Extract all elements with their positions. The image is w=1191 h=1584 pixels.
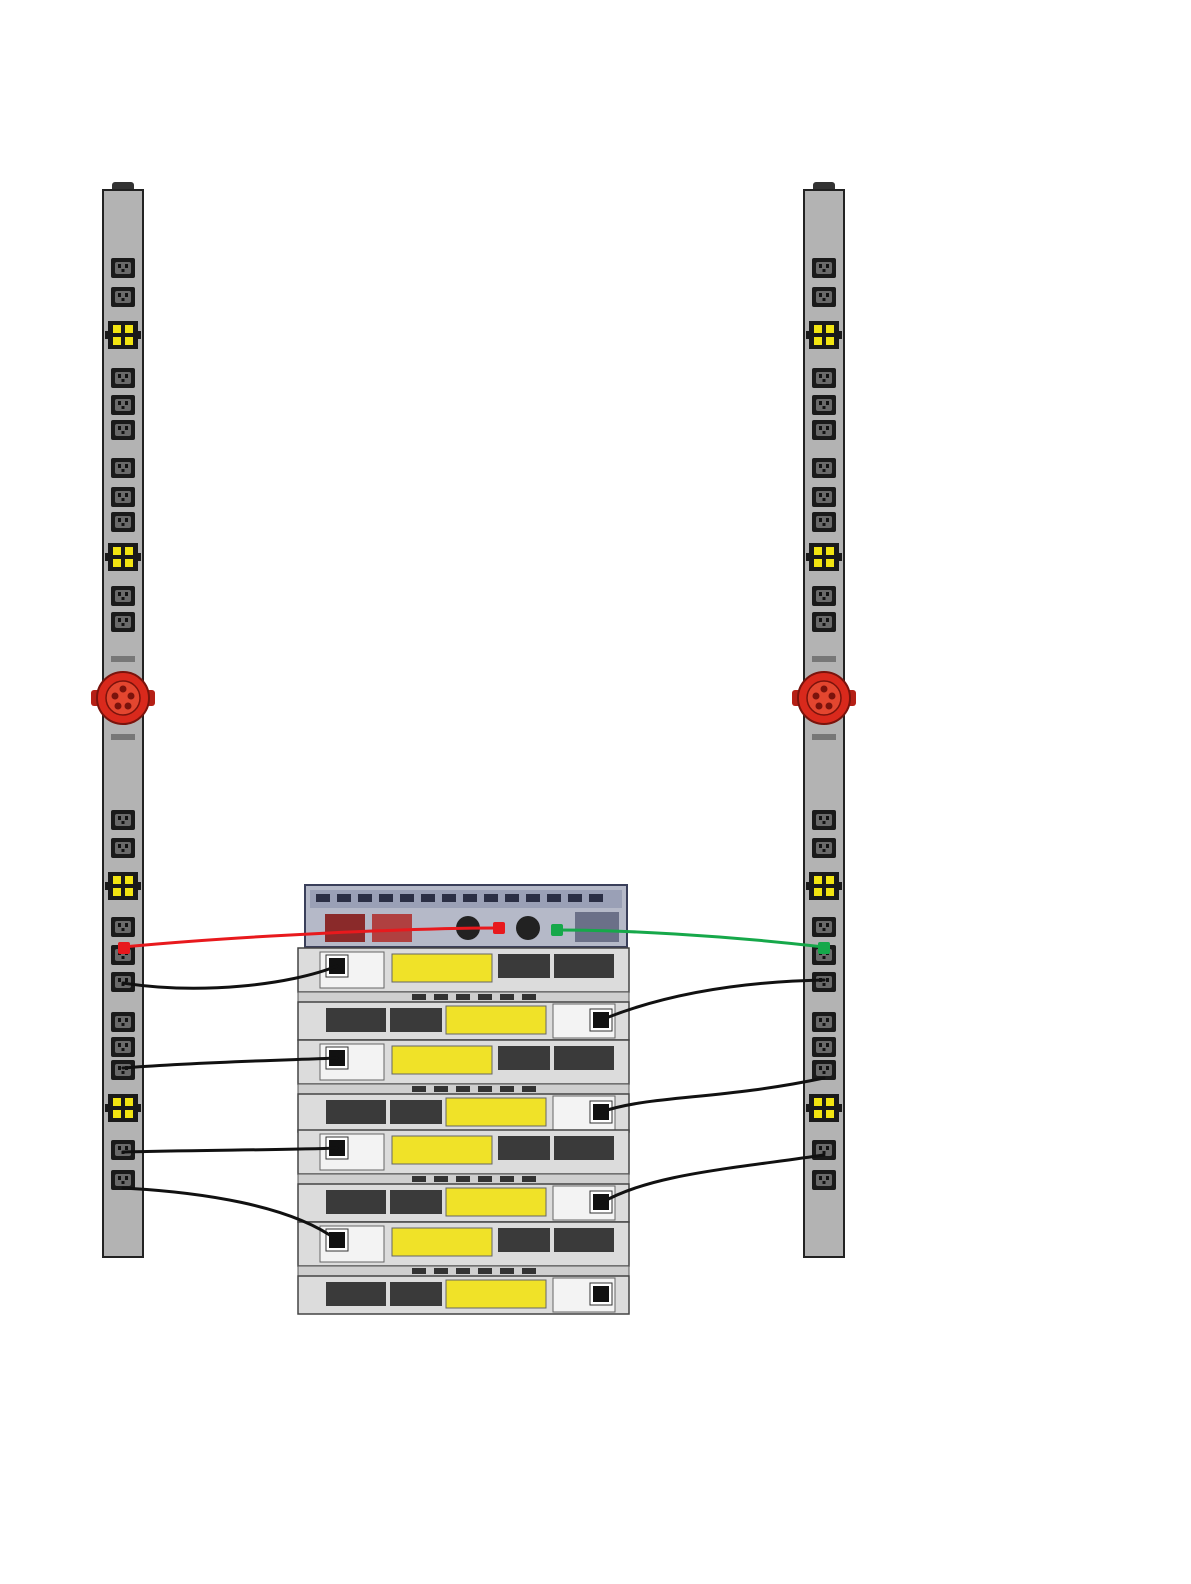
- pdu-outlet-icon: [111, 512, 135, 532]
- fan-icon: [516, 916, 540, 940]
- pdu-outlet-icon: [111, 838, 135, 858]
- pdu-breaker-icon: [806, 321, 842, 349]
- cable-plug-icon: [493, 922, 505, 934]
- left-pdu: [91, 182, 155, 1257]
- pdu-breaker-icon: [806, 1094, 842, 1122]
- pdu-outlet-icon: [111, 917, 135, 937]
- pdu-outlet-icon: [111, 1060, 135, 1080]
- disk-enclosure: [298, 1130, 629, 1222]
- pdu-outlet-icon: [111, 368, 135, 388]
- pdu-outlet-icon: [812, 368, 836, 388]
- pdu-outlet-icon: [812, 972, 836, 992]
- cable-plug-icon: [818, 942, 830, 954]
- pdu-outlet-icon: [812, 287, 836, 307]
- pdu-breaker-icon: [105, 543, 141, 571]
- disk-enclosure: [298, 948, 629, 1040]
- pdu-outlet-icon: [812, 420, 836, 440]
- pdu-outlet-icon: [812, 917, 836, 937]
- cable-plug-icon: [118, 942, 130, 954]
- pdu-outlet-icon: [812, 1037, 836, 1057]
- disk-enclosure-stack: [298, 948, 629, 1314]
- enclosure-3-right-cable: [601, 1155, 824, 1203]
- pdu-outlet-icon: [111, 420, 135, 440]
- pdu-outlet-icon: [812, 838, 836, 858]
- pdu-outlet-icon: [111, 1012, 135, 1032]
- enclosure-2-right-cable: [601, 1078, 824, 1112]
- pdu-outlet-icon: [812, 487, 836, 507]
- enclosure-1-right-cable: [601, 980, 824, 1020]
- pdu-breaker-icon: [105, 872, 141, 900]
- pdu-outlet-icon: [111, 287, 135, 307]
- pdu-breaker-icon: [105, 321, 141, 349]
- pdu-outlet-icon: [812, 395, 836, 415]
- power-socket-icon: [590, 1283, 612, 1305]
- pdu-outlet-icon: [812, 458, 836, 478]
- pdu-outlet-icon: [812, 586, 836, 606]
- pdu-outlet-icon: [111, 258, 135, 278]
- pdu-outlet-icon: [111, 487, 135, 507]
- pdu-outlet-icon: [812, 612, 836, 632]
- pdu-outlet-icon: [111, 395, 135, 415]
- pdu-outlet-icon: [812, 258, 836, 278]
- pdu-outlet-icon: [812, 810, 836, 830]
- pdu-power-inlet-icon: [91, 672, 155, 724]
- pdu-breaker-icon: [806, 872, 842, 900]
- pdu-outlet-icon: [111, 458, 135, 478]
- pdu-power-inlet-icon: [792, 672, 856, 724]
- pdu-breaker-icon: [806, 543, 842, 571]
- pdu-outlet-icon: [111, 1140, 135, 1160]
- cable-plug-icon: [551, 924, 563, 936]
- pdu-outlet-icon: [111, 1037, 135, 1057]
- right-pdu: [792, 182, 856, 1257]
- disk-enclosure: [298, 1222, 629, 1314]
- pdu-breaker-icon: [105, 1094, 141, 1122]
- pdu-outlet-icon: [111, 612, 135, 632]
- pdu-outlet-icon: [812, 512, 836, 532]
- pdu-outlet-icon: [812, 1012, 836, 1032]
- pdu-outlet-icon: [111, 810, 135, 830]
- pdu-outlet-icon: [111, 586, 135, 606]
- pdu-outlet-icon: [812, 1170, 836, 1190]
- controller-enclosure: [305, 885, 627, 947]
- disk-enclosure: [298, 1040, 629, 1132]
